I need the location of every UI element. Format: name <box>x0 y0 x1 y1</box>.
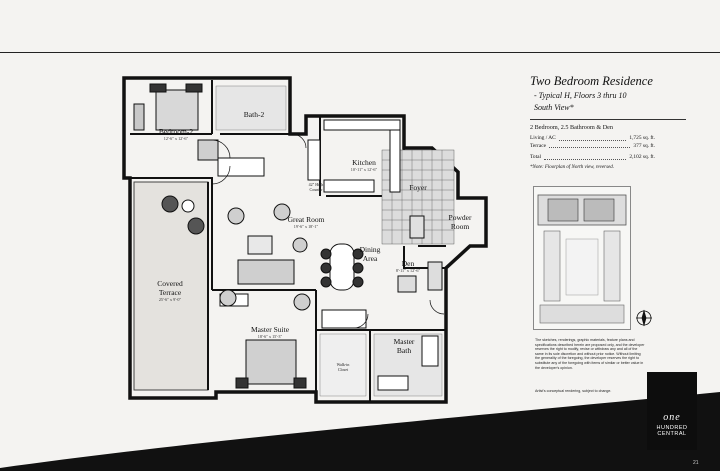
terrace-floor <box>133 181 209 391</box>
great-room-label: Great Room <box>288 215 325 224</box>
powder-label-1: Powder <box>449 213 472 222</box>
spec-row-total-label: Total <box>530 154 541 160</box>
residence-subtitle-2: South View* <box>534 103 574 112</box>
residence-subtitle-1: - Typical H, Floors 3 thru 10 <box>534 91 627 100</box>
logo-line-1: one <box>663 412 681 423</box>
dining-label-1: Dining <box>360 245 381 254</box>
terrace-label-2: Terrace <box>159 288 182 297</box>
den-dim: 8'-11" x 12'-6" <box>396 268 421 273</box>
spec-row-living: Living / AC 1,725 sq. ft. <box>530 135 655 143</box>
den-label: Den <box>402 259 415 268</box>
spec-summary: 2 Bedroom, 2.5 Bathroom & Den <box>530 124 614 131</box>
spec-row-total-value: 2,102 sq. ft. <box>629 154 655 160</box>
logo-line-3: CENTRAL <box>657 431 687 437</box>
furniture <box>133 83 443 391</box>
master-suite-label: Master Suite <box>251 325 290 334</box>
kitchen-counters <box>307 119 401 193</box>
spec-row-total: Total 2,102 sq. ft. <box>530 154 655 162</box>
door-swings <box>211 133 445 329</box>
page-number: 21 <box>693 460 699 466</box>
master-suite-dim: 18'-6" x 15'-3" <box>258 334 283 339</box>
outer-walls <box>122 76 488 404</box>
spec-row-terrace-value: 377 sq. ft. <box>633 142 655 149</box>
wic-label-2: Closet <box>338 367 349 372</box>
spec-row-living-value: 1,725 sq. ft. <box>629 135 655 141</box>
residence-title: Two Bedroom Residence <box>530 74 653 88</box>
master-bath-label-2: Bath <box>397 346 411 355</box>
powder-label-2: Room <box>451 222 470 231</box>
info-panel: Two Bedroom Residence - Typical H, Floor… <box>530 74 690 170</box>
compass-icon <box>636 309 652 327</box>
legal-disclaimer: The sketches, renderings, graphic materi… <box>535 338 645 370</box>
logo-line-2: HUNDRED <box>656 425 688 431</box>
bedroom2-dim: 12'-6" x 12'-6" <box>164 136 189 141</box>
kitchen-label: Kitchen <box>352 158 376 167</box>
spec-row-terrace: Terrace 377 sq. ft. <box>530 143 655 151</box>
foyer-label: Foyer <box>409 183 427 192</box>
wic-label-1: Walk-in <box>337 362 350 367</box>
kitchen-dim: 10'-11" x 12'-6" <box>351 167 378 172</box>
spec-row-living-label: Living / AC <box>530 135 556 141</box>
panel-rule <box>530 119 686 120</box>
great-room-dim: 19'-6" x 18'-1" <box>294 224 319 229</box>
header-rule <box>0 52 720 53</box>
rendering-note: Artist's conceptual rendering, subject t… <box>535 389 612 393</box>
counter-label-1: 42" High <box>309 182 324 187</box>
spec-note: *Note: Floorplan of North view, reversed… <box>530 164 615 170</box>
counter-label-2: Counter <box>310 187 324 192</box>
terrace-label-1: Covered <box>157 279 183 288</box>
site-plan-thumbnail <box>533 186 631 330</box>
bath2-label: Bath-2 <box>244 110 265 119</box>
master-bath-label-1: Master <box>394 337 415 346</box>
bedroom2-label: Bedroom-2 <box>159 127 193 136</box>
one-hundred-central-logo: one HUNDRED CENTRAL <box>647 372 697 450</box>
decorative-swoosh <box>0 392 720 471</box>
dining-label-2: Area <box>363 254 378 263</box>
terrace-dim: 25'-6" x 9'-0" <box>159 297 182 302</box>
spec-row-terrace-label: Terrace <box>530 142 547 149</box>
